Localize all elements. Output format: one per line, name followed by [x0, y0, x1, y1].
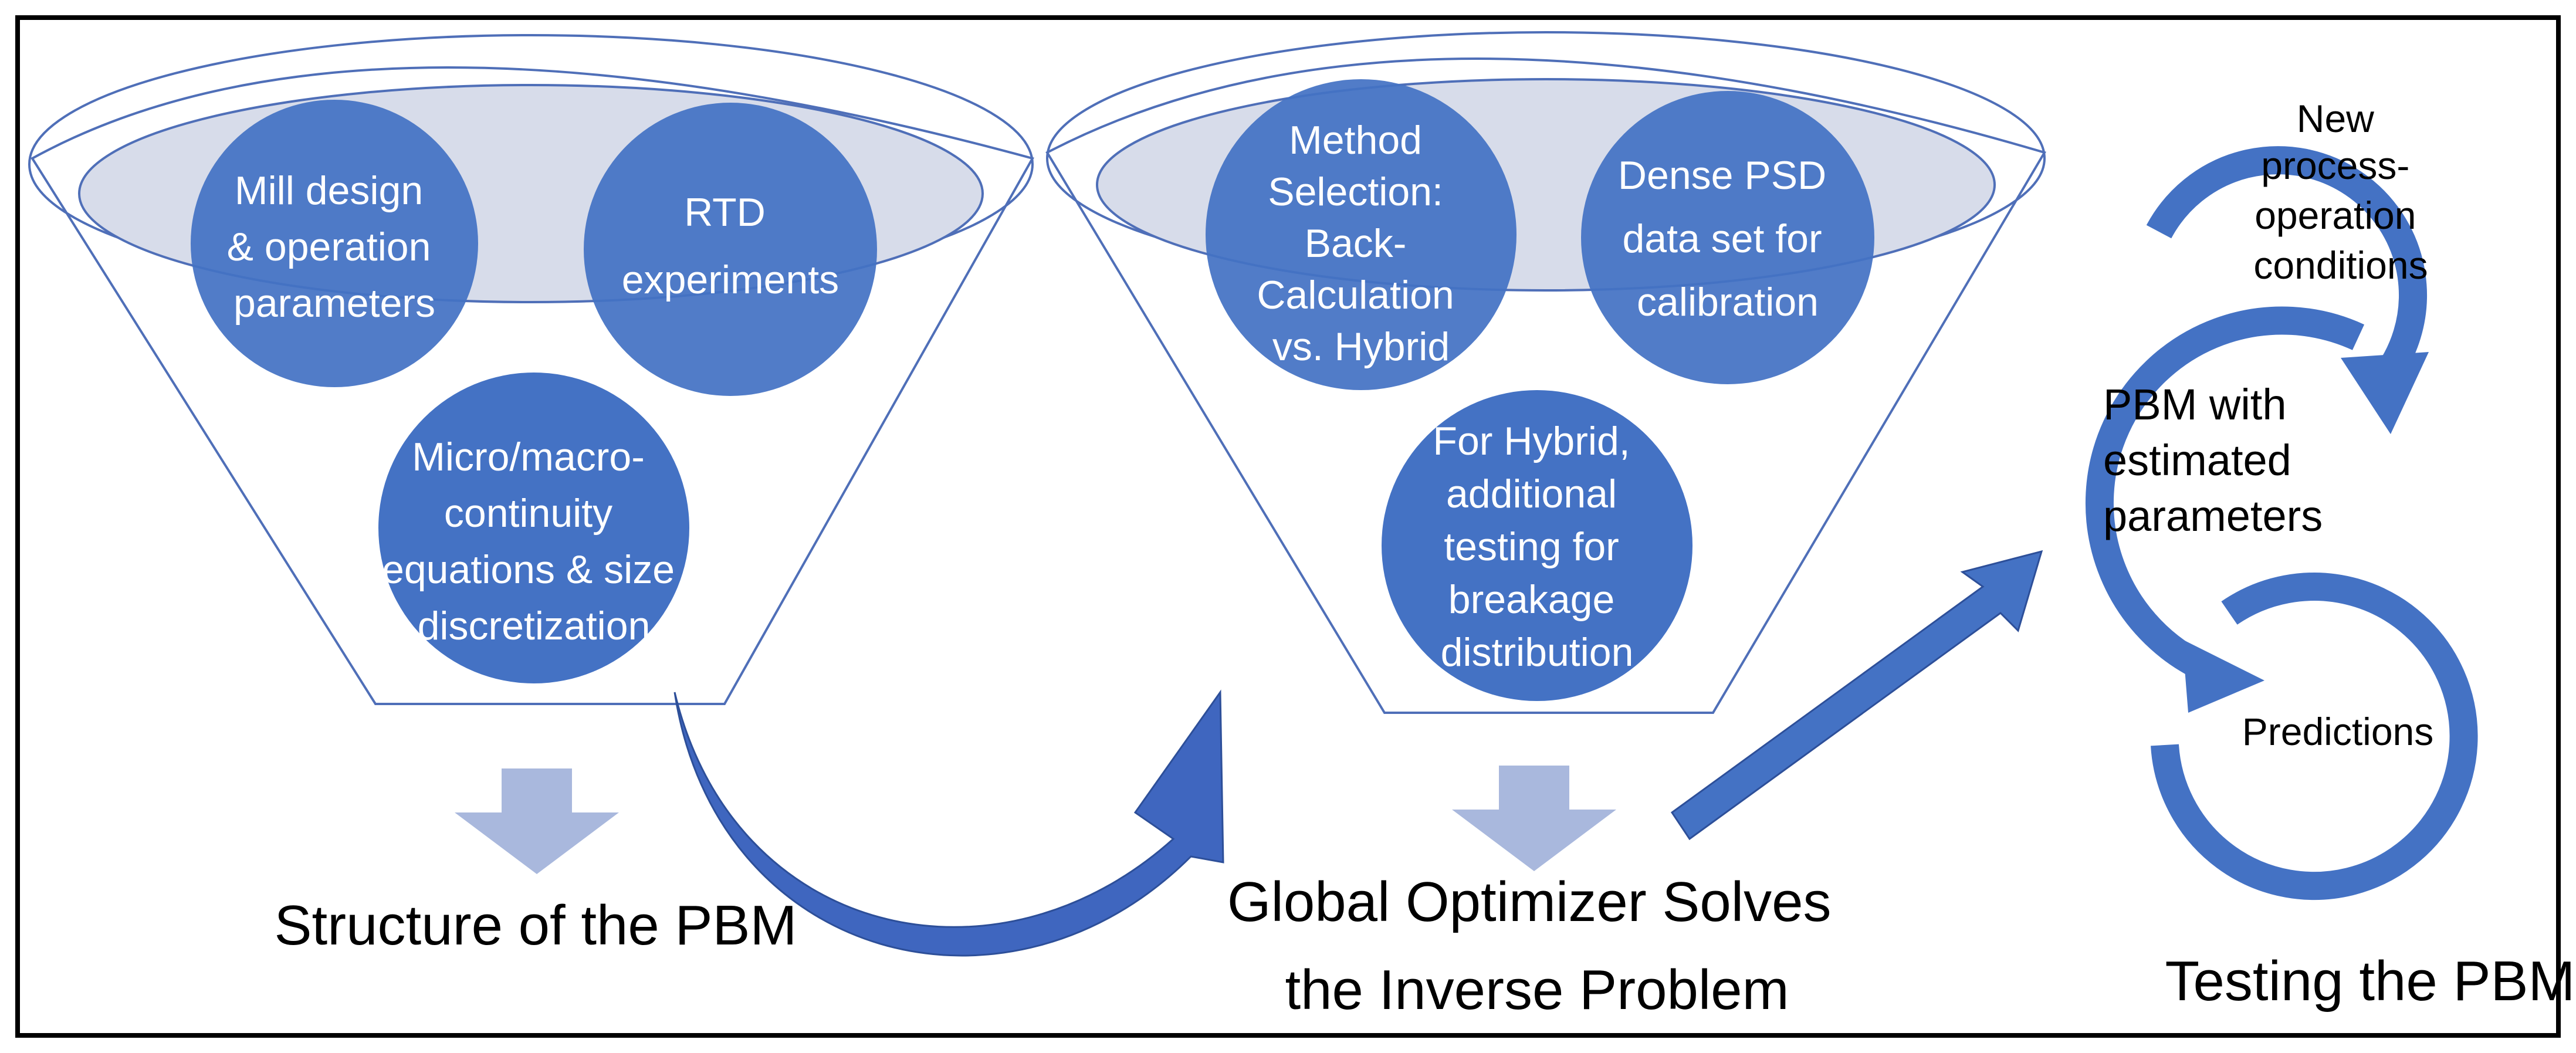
- funnel-structure: Mill design & operation parameters RTD e…: [28, 34, 1035, 957]
- circle-line: RTD: [684, 190, 766, 235]
- circle-line: continuity: [444, 491, 612, 536]
- cycle-line: estimated: [2103, 436, 2291, 485]
- svg-text:Mill design & operatio: Mill design & operation parameters: [227, 168, 442, 326]
- cycle-line: PBM with: [2103, 380, 2287, 429]
- circle-line: equations & size: [382, 547, 675, 592]
- circle-line: discretization: [418, 604, 651, 648]
- cycle-line: operation: [2255, 194, 2416, 237]
- circle-line: calibration: [1637, 280, 1819, 324]
- circular-arrow-icon: [2146, 146, 2427, 391]
- circle-dense-psd: Dense PSD data set for calibration: [1581, 91, 1874, 384]
- circle-line: Micro/macro-: [412, 435, 645, 479]
- circle-hybrid-testing: For Hybrid, additional testing for break…: [1382, 390, 1692, 701]
- cycle-caption: Testing the PBM: [2165, 950, 2575, 1013]
- circular-arrow-icon: [2151, 573, 2478, 900]
- circle-continuity-equations: Micro/macro- continuity equations & size…: [378, 373, 689, 683]
- down-arrow-icon: [455, 768, 619, 874]
- cycle-line: process-: [2261, 144, 2409, 187]
- cycle-line: parameters: [2103, 492, 2323, 540]
- circle-mill-design: Mill design & operation parameters: [191, 100, 478, 387]
- caption-line: the Inverse Problem: [1285, 959, 1789, 1021]
- circle-line: Dense PSD: [1618, 153, 1826, 198]
- caption-line: Global Optimizer Solves: [1227, 871, 1832, 933]
- circle-rtd-experiments: RTD experiments: [584, 103, 877, 396]
- circle-line: Back-: [1305, 221, 1407, 266]
- circle-line: distribution: [1441, 630, 1634, 675]
- circle-line: data set for: [1622, 216, 1822, 261]
- svg-text:Method Selection:: Method Selection: Back- Calculation vs. …: [1257, 118, 1465, 369]
- circle-line: vs. Hybrid: [1272, 324, 1450, 369]
- cycle-item: New process- operation conditions: [2253, 97, 2428, 287]
- circle-line: breakage: [1448, 577, 1615, 622]
- circle-line: Calculation: [1257, 273, 1454, 317]
- circle-line: Mill design: [235, 168, 423, 213]
- diagonal-arrow-icon: [1670, 550, 2043, 841]
- circle-line: For Hybrid,: [1433, 419, 1630, 463]
- testing-cycle: New process- operation conditions PBM wi…: [2086, 97, 2575, 1013]
- cycle-line: conditions: [2253, 243, 2428, 287]
- curved-arrow-icon: [673, 689, 1224, 957]
- svg-text:For Hybrid, additional: For Hybrid, additional testing for break…: [1433, 419, 1641, 675]
- funnel-caption: Global Optimizer Solves the Inverse Prob…: [1227, 871, 1847, 1021]
- circle-method-selection: Method Selection: Back- Calculation vs. …: [1206, 79, 1517, 390]
- circle-line: Method: [1289, 118, 1422, 162]
- circle-line: Selection:: [1268, 170, 1443, 214]
- svg-text:Micro/macro- continuit: Micro/macro- continuity equations & size…: [382, 435, 686, 648]
- circle-line: additional: [1446, 472, 1617, 516]
- circle-line: experiments: [622, 258, 839, 302]
- circular-arrow-head: [2341, 352, 2429, 434]
- cycle-item: PBM with estimated parameters: [2103, 380, 2323, 540]
- svg-text:RTD experiments: RTD experiments: [622, 190, 839, 302]
- circle-line: parameters: [233, 281, 435, 326]
- funnel-caption: Structure of the PBM: [274, 894, 797, 957]
- circle-line: testing for: [1444, 524, 1619, 569]
- circle-line: & operation: [227, 225, 431, 269]
- svg-text:Dense PSD data set for: Dense PSD data set for calibration: [1618, 153, 1837, 324]
- cycle-line: New: [2297, 97, 2374, 140]
- circular-arrow-icon: [2086, 306, 2364, 682]
- circular-arrow-head: [2182, 639, 2264, 713]
- funnel-optimizer: Method Selection: Back- Calculation vs. …: [1045, 31, 2047, 1021]
- cycle-item: Predictions: [2242, 710, 2434, 753]
- down-arrow-icon: [1452, 766, 1616, 871]
